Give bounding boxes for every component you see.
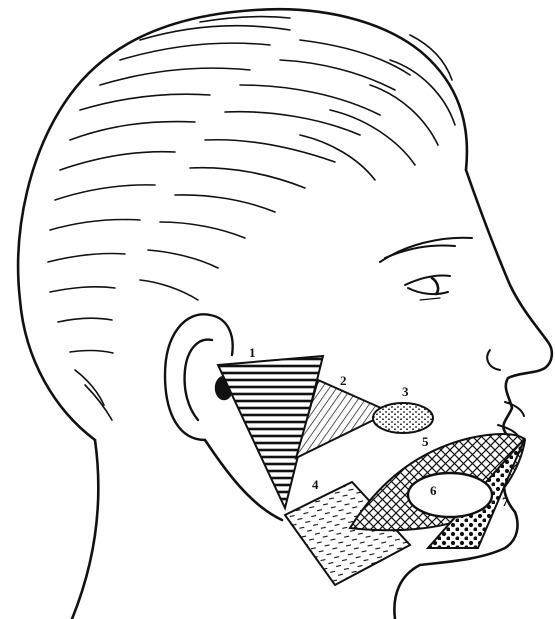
- zone-3-label: 3: [402, 384, 409, 399]
- zone-2-label: 2: [340, 373, 347, 388]
- zone-5-label: 5: [422, 434, 429, 449]
- ear: [165, 314, 233, 440]
- zone-7-label: 7: [502, 494, 509, 509]
- zone-6-region: [408, 473, 492, 517]
- zone-6-label: 6: [430, 483, 437, 498]
- zone-4-label: 4: [312, 477, 319, 492]
- zone-3-region: [373, 403, 433, 433]
- zone-1-label: 1: [249, 345, 256, 360]
